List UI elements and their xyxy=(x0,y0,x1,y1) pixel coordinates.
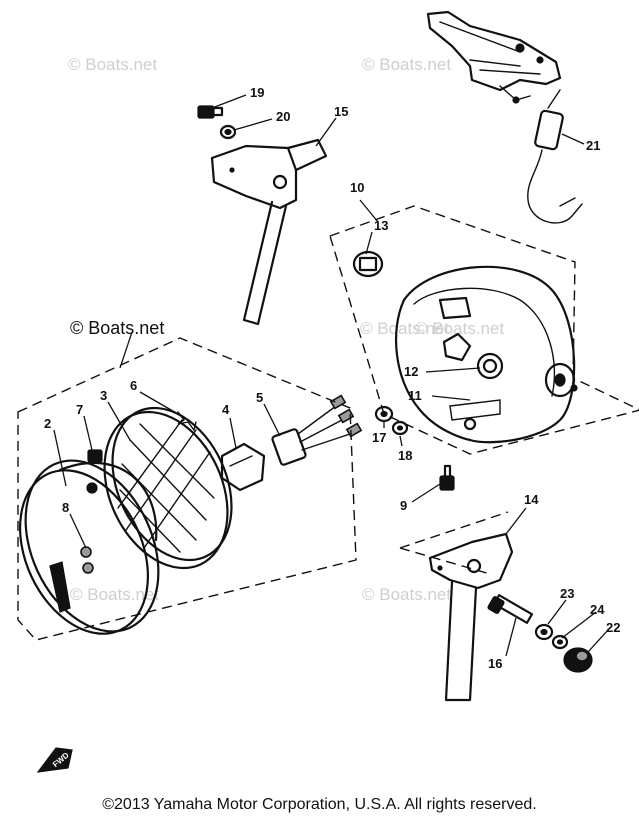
callout-23: 23 xyxy=(560,586,574,601)
watermark: © Boats.net xyxy=(360,319,449,338)
watermark: © Boats.net xyxy=(362,55,451,74)
callout-19: 19 xyxy=(250,85,264,100)
callout-4: 4 xyxy=(222,402,230,417)
callout-5: 5 xyxy=(256,390,263,405)
part-13-grommet xyxy=(352,250,384,278)
callout-3: 3 xyxy=(100,388,107,403)
callout-8: 8 xyxy=(62,500,69,515)
watermark: © Boats.net xyxy=(415,319,504,338)
callout-15: 15 xyxy=(334,104,348,119)
part-9-screw xyxy=(439,464,455,491)
part-3-headlight-lens xyxy=(103,406,233,570)
part-22-cap-nut xyxy=(563,647,593,673)
upper-mount-bracket xyxy=(426,10,562,104)
callout-6: 6 xyxy=(130,378,137,393)
callout-11: 11 xyxy=(408,388,422,403)
assembly-outline-upper xyxy=(329,205,639,455)
callout-14: 14 xyxy=(524,492,539,507)
watermark: © Boats.net xyxy=(362,585,451,604)
callout-21: 21 xyxy=(586,138,600,153)
part-14-lower-stay xyxy=(428,532,514,702)
copyright-notice: ©2013 Yamaha Motor Corporation, U.S.A. A… xyxy=(102,796,537,813)
assembly-outline-stay xyxy=(399,511,509,575)
part-20-washer xyxy=(219,124,237,140)
part-5-bulb-wiring xyxy=(271,394,363,466)
part-21-connector xyxy=(527,89,583,224)
part-15-upper-stay xyxy=(210,138,328,326)
part-18-washer xyxy=(391,420,409,436)
callout-24: 24 xyxy=(590,602,605,617)
part-19-bolt xyxy=(197,105,224,119)
fwd-arrow-icon: FWD xyxy=(36,747,73,773)
callout-16: 16 xyxy=(488,656,502,671)
watermark: © Boats.net xyxy=(68,55,157,74)
callout-2: 2 xyxy=(44,416,51,431)
watermark: © Boats.net xyxy=(70,585,159,604)
callout-18: 18 xyxy=(398,448,412,463)
assembly-outline-lower xyxy=(17,337,357,641)
callout-22: 22 xyxy=(606,620,620,635)
part-7-screw xyxy=(87,449,103,463)
callout-7: 7 xyxy=(76,402,83,417)
leader-lines xyxy=(53,94,609,657)
part-24-washer xyxy=(551,634,569,650)
callout-20: 20 xyxy=(276,109,290,124)
callout-9: 9 xyxy=(400,498,407,513)
callout-10: 10 xyxy=(350,180,364,195)
callout-12: 12 xyxy=(404,364,418,379)
callout-17: 17 xyxy=(372,430,386,445)
part-16-bolt xyxy=(487,594,534,624)
part-6-spring-clip xyxy=(177,411,197,432)
callout-13: 13 xyxy=(374,218,388,233)
part-10-headlight-housing xyxy=(395,265,578,444)
callout-numbers: 2 3 4 5 6 7 8 9 10 11 12 13 14 15 16 17 … xyxy=(44,85,620,671)
part-23-washer xyxy=(534,623,554,641)
watermark-dark: © Boats.net xyxy=(70,318,164,338)
part-4-socket xyxy=(220,442,266,492)
part-2-headlight-rim xyxy=(18,459,160,635)
